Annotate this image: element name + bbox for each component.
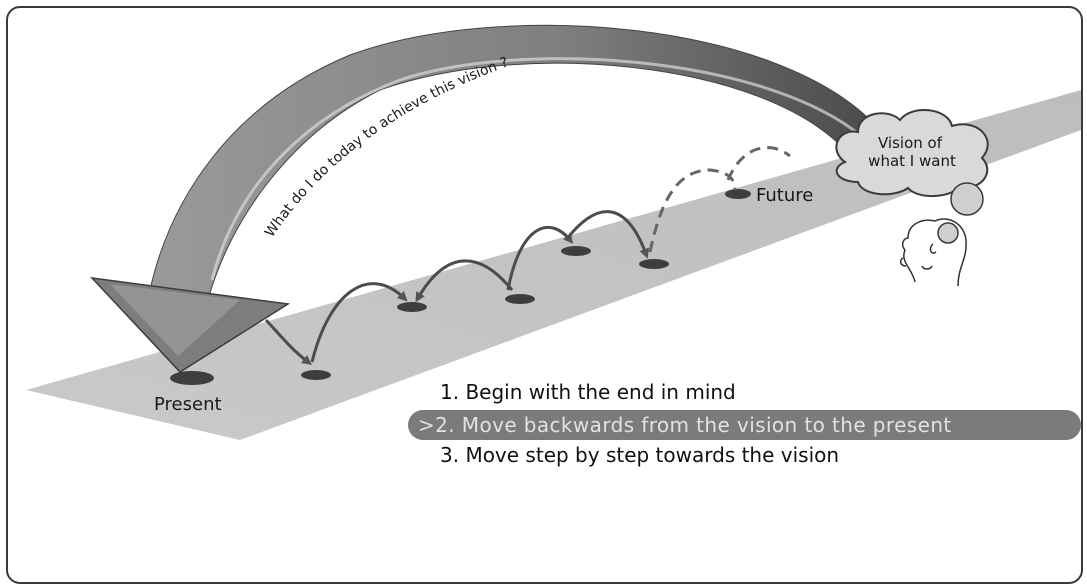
step-3-text: 3. Move step by step towards the vision [440,443,840,467]
future-hops [648,146,791,253]
thought-bubble-small [937,222,959,244]
future-label: Future [756,185,813,206]
hop-arrow [264,318,312,366]
step-marker [505,294,535,304]
hop-arrow [310,282,408,363]
thought-bubble-large [950,182,984,216]
step-markers [170,189,751,385]
future-marker [725,189,751,199]
future-hop [648,168,737,253]
timeline-path [26,90,1081,440]
hop-arrow [564,210,649,259]
present-label: Present [154,394,222,415]
step-marker [561,246,591,256]
hop-arrow [415,259,514,303]
step-2-text[interactable]: >2. Move backwards from the vision to th… [418,413,952,437]
present-marker [170,371,214,385]
step-marker [397,302,427,312]
hop-arrow [506,225,574,291]
future-hop [726,146,791,181]
cloud-line-2: what I want [868,152,956,170]
step-marker [301,370,331,380]
cloud-line-1: Vision of [878,134,943,152]
arrowhead-sheen [110,284,240,356]
step-1-text: 1. Begin with the end in mind [440,380,736,404]
arc-highlight [210,57,861,281]
thinking-head-icon [899,218,967,287]
hop-arrows [264,210,649,366]
step-marker [639,259,669,269]
vision-cloud: Vision of what I want [835,108,989,198]
